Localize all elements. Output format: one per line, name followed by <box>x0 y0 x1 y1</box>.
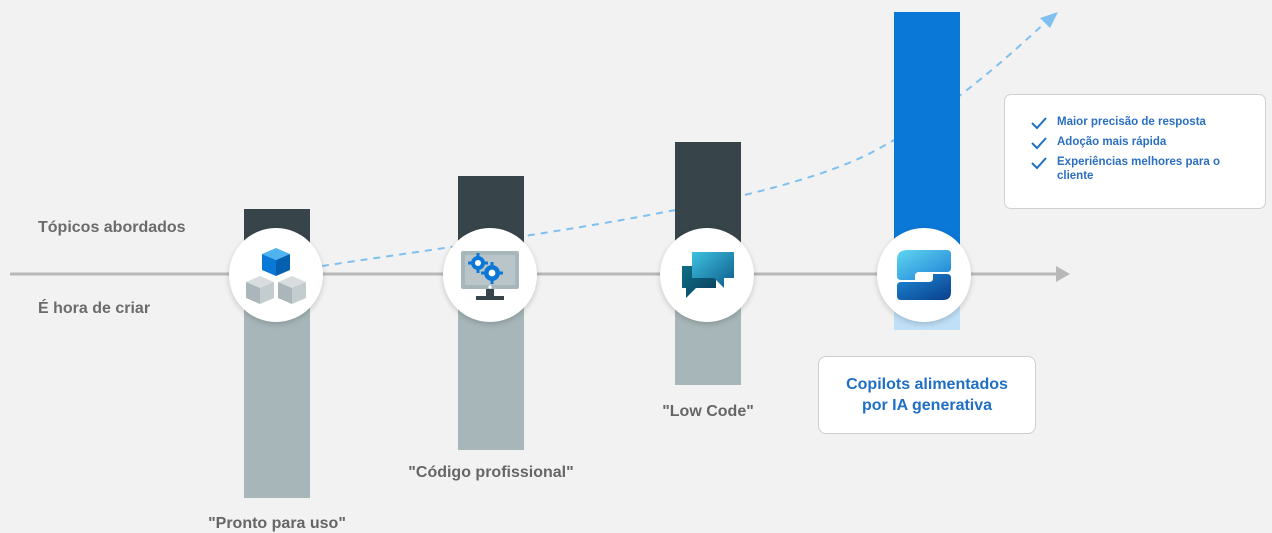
generative-ai-copilots-box: Copilots alimentados por IA generativa <box>818 356 1036 434</box>
stage3-caption: "Low Code" <box>662 403 754 420</box>
stage4-blue-bar <box>894 12 960 260</box>
topics-axis-label: Tópicos abordados <box>38 219 186 236</box>
benefit-item: Experiências melhores para o cliente <box>1031 155 1253 183</box>
boxes-icon <box>246 248 306 304</box>
benefit-item: Maior precisão de resposta <box>1031 115 1253 130</box>
benefit-item: Adoção mais rápida <box>1031 135 1253 150</box>
build-time-axis-label: É hora de criar <box>38 300 151 317</box>
chat-bubble-icon <box>682 252 734 298</box>
check-icon <box>1031 137 1047 150</box>
copilot-logo-icon <box>897 250 951 300</box>
axis-arrowhead <box>1056 266 1070 282</box>
benefit-text: Maior precisão de resposta <box>1057 116 1206 128</box>
stage3-icon-circle <box>660 228 754 322</box>
monitor-gears-icon <box>461 251 519 300</box>
stage1-icon-circle <box>229 228 323 322</box>
stage4-caption: Copilots alimentados por IA generativa <box>846 376 1008 414</box>
stage4-icon-circle <box>877 228 971 322</box>
benefits-callout: Maior precisão de resposta Adoção mais r… <box>1004 94 1266 209</box>
stage2-icon-circle <box>443 228 537 322</box>
benefit-text: Adoção mais rápida <box>1057 136 1167 148</box>
stage1-caption: "Pronto para uso" <box>208 515 346 532</box>
benefit-text: Experiências melhores para o cliente <box>1057 156 1220 182</box>
stage1-light-bar <box>244 288 310 498</box>
check-icon <box>1031 117 1047 130</box>
trend-arrowhead <box>1040 12 1058 28</box>
check-icon <box>1031 157 1047 170</box>
stage2-caption: "Código profissional" <box>408 464 574 481</box>
